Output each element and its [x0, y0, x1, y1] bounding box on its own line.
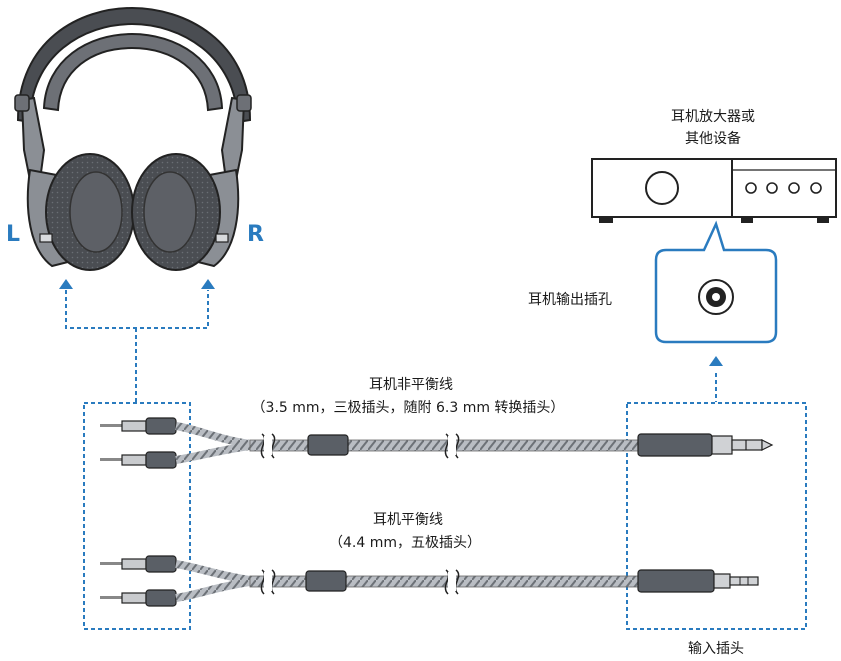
headphones-icon: [14, 6, 252, 271]
headphone-jack-label: 耳机输出插孔: [528, 292, 612, 308]
unbalanced-cable-title: 耳机非平衡线: [369, 377, 453, 393]
right-marker: R: [247, 222, 264, 247]
arrow-up-icon: [59, 279, 723, 366]
balanced-cable-title: 耳机平衡线: [373, 512, 443, 528]
input-plug-group-box: [626, 402, 807, 630]
amplifier-label-line2: 其他设备: [685, 131, 741, 147]
amplifier-icon: [591, 158, 837, 223]
unbalanced-cable-subtitle: （3.5 mm，三极插头，随附 6.3 mm 转换插头）: [251, 400, 565, 416]
headphone-plug-group-box: [83, 402, 191, 630]
headphone-connector-lines: [65, 290, 717, 402]
unbalanced-cable-icon: [100, 417, 774, 469]
input-plug-label: 输入插头: [688, 641, 744, 657]
balanced-cable-subtitle: （4.4 mm，五极插头）: [329, 535, 481, 551]
amplifier-label-line1: 耳机放大器或: [671, 109, 755, 125]
balanced-cable-icon: [100, 555, 759, 607]
left-marker: L: [6, 222, 21, 247]
headphone-jack-icon: [698, 279, 734, 315]
